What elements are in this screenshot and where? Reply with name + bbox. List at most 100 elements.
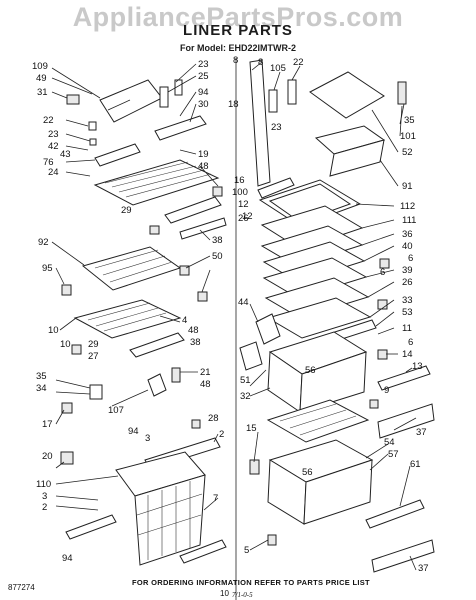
- callout-label: 19: [198, 149, 209, 160]
- callout-label: 61: [410, 459, 421, 470]
- callout-label: 12: [242, 211, 253, 222]
- callout-label: 57: [388, 449, 399, 460]
- callout-label: 49: [36, 73, 47, 84]
- callout-label: 27: [88, 351, 99, 362]
- callout-label: 91: [402, 181, 413, 192]
- callout-label: 23: [271, 122, 282, 133]
- callout-label: 6: [380, 267, 386, 278]
- part-slide-rail-94: [65, 514, 117, 540]
- date-mark: 7/1-0-5: [232, 591, 253, 599]
- part-support-28: [191, 419, 201, 429]
- callout-label: 8: [233, 55, 239, 66]
- callout-label: 11: [402, 323, 412, 334]
- callout-label: 44: [238, 297, 249, 308]
- callout-label: 50: [212, 251, 223, 262]
- callout-label: 111: [402, 215, 417, 226]
- callout-label: 18: [228, 99, 239, 110]
- callout-label: 33: [402, 295, 413, 306]
- callout-label: 38: [190, 337, 201, 348]
- callout-label: 48: [188, 325, 199, 336]
- callout-label: 52: [402, 147, 413, 158]
- diagram-title: LINER PARTS: [183, 22, 293, 39]
- part-trim-38b: [129, 332, 185, 358]
- callout-label: 28: [208, 413, 219, 424]
- callout-label: 48: [200, 379, 211, 390]
- part-fastener-15: [249, 459, 260, 475]
- part-rail-13: [377, 365, 431, 391]
- callout-label: 15: [246, 423, 257, 434]
- callout-label: 95: [42, 263, 53, 274]
- callout-label: 30: [198, 99, 209, 110]
- watermark: AppliancePartsPros.com: [72, 2, 404, 32]
- part-bracket-101: [397, 81, 407, 105]
- ordering-note: FOR ORDERING INFORMATION REFER TO PARTS …: [132, 578, 370, 587]
- part-support-50: [179, 265, 190, 276]
- callout-label: 38: [212, 235, 223, 246]
- part-crisper-pan-lower: [267, 439, 374, 525]
- part-knob-20: [60, 451, 74, 465]
- callout-label: 51: [240, 375, 251, 386]
- callout-label: 8: [258, 57, 264, 68]
- callout-label: 35: [404, 115, 415, 126]
- callout-label: 14: [402, 349, 413, 360]
- part-bracket-25: [159, 79, 183, 108]
- callout-label: 9: [384, 385, 390, 396]
- callout-label: 43: [60, 149, 71, 160]
- callout-label: 36: [402, 229, 413, 240]
- callout-label: 40: [402, 241, 413, 252]
- part-support-95: [61, 284, 72, 296]
- callout-label: 4: [182, 315, 188, 326]
- part-drawer-front-37b: [371, 539, 435, 573]
- callout-label: 20: [42, 451, 53, 462]
- callout-label: 3: [145, 433, 151, 444]
- part-fastener-17: [61, 402, 73, 414]
- callout-label: 56: [302, 467, 313, 478]
- part-support-6b: [377, 349, 388, 360]
- document-number: 877274: [8, 583, 35, 592]
- callout-label: 3: [42, 491, 48, 502]
- page-number: 10: [220, 589, 229, 598]
- part-pan-91: [314, 125, 386, 177]
- callout-label: 34: [36, 383, 47, 394]
- part-support-29b: [71, 344, 82, 355]
- callout-label: 42: [48, 141, 59, 152]
- callout-label: 101: [400, 131, 416, 142]
- callout-label: 32: [240, 391, 251, 402]
- part-shelf-front-trim: [164, 196, 222, 224]
- callout-label: 13: [412, 361, 423, 372]
- callout-label: 56: [305, 365, 316, 376]
- part-wire-basket: [115, 451, 206, 566]
- part-trim-76: [94, 143, 141, 167]
- callout-label: 48: [198, 161, 209, 172]
- callout-label: 22: [43, 115, 54, 126]
- callout-label: 39: [402, 265, 413, 276]
- part-cover-44: [255, 313, 281, 345]
- callout-label: 16: [234, 175, 245, 186]
- callout-label: 24: [48, 167, 59, 178]
- callout-label: 5: [244, 545, 250, 556]
- callout-label: 29: [88, 339, 99, 350]
- part-support-50b: [197, 291, 208, 302]
- callout-label: 107: [108, 405, 124, 416]
- part-support-26: [377, 299, 388, 310]
- part-fastener-5: [267, 534, 277, 546]
- callout-label: 94: [128, 426, 139, 437]
- part-bracket-21: [171, 367, 181, 383]
- callout-label: 21: [200, 367, 211, 378]
- callout-label: 105: [270, 63, 286, 74]
- leader-lines: [51, 61, 417, 571]
- part-slide-rail-7: [179, 539, 227, 564]
- callout-label: 94: [198, 87, 209, 98]
- callout-label: 17: [42, 419, 53, 430]
- callout-label: 109: [32, 61, 48, 72]
- model-line: For Model: EHD22IMTWR-2: [180, 43, 296, 53]
- part-clip-23: [89, 138, 97, 146]
- callout-label: 12: [238, 199, 249, 210]
- callout-label: 23: [48, 129, 59, 140]
- part-control-panel-52: [309, 71, 385, 119]
- part-crisper-pan-upper: [267, 331, 368, 413]
- callout-label: 110: [36, 479, 52, 490]
- part-trim-26: [257, 177, 295, 199]
- part-wire-shelf-upper: [93, 159, 220, 206]
